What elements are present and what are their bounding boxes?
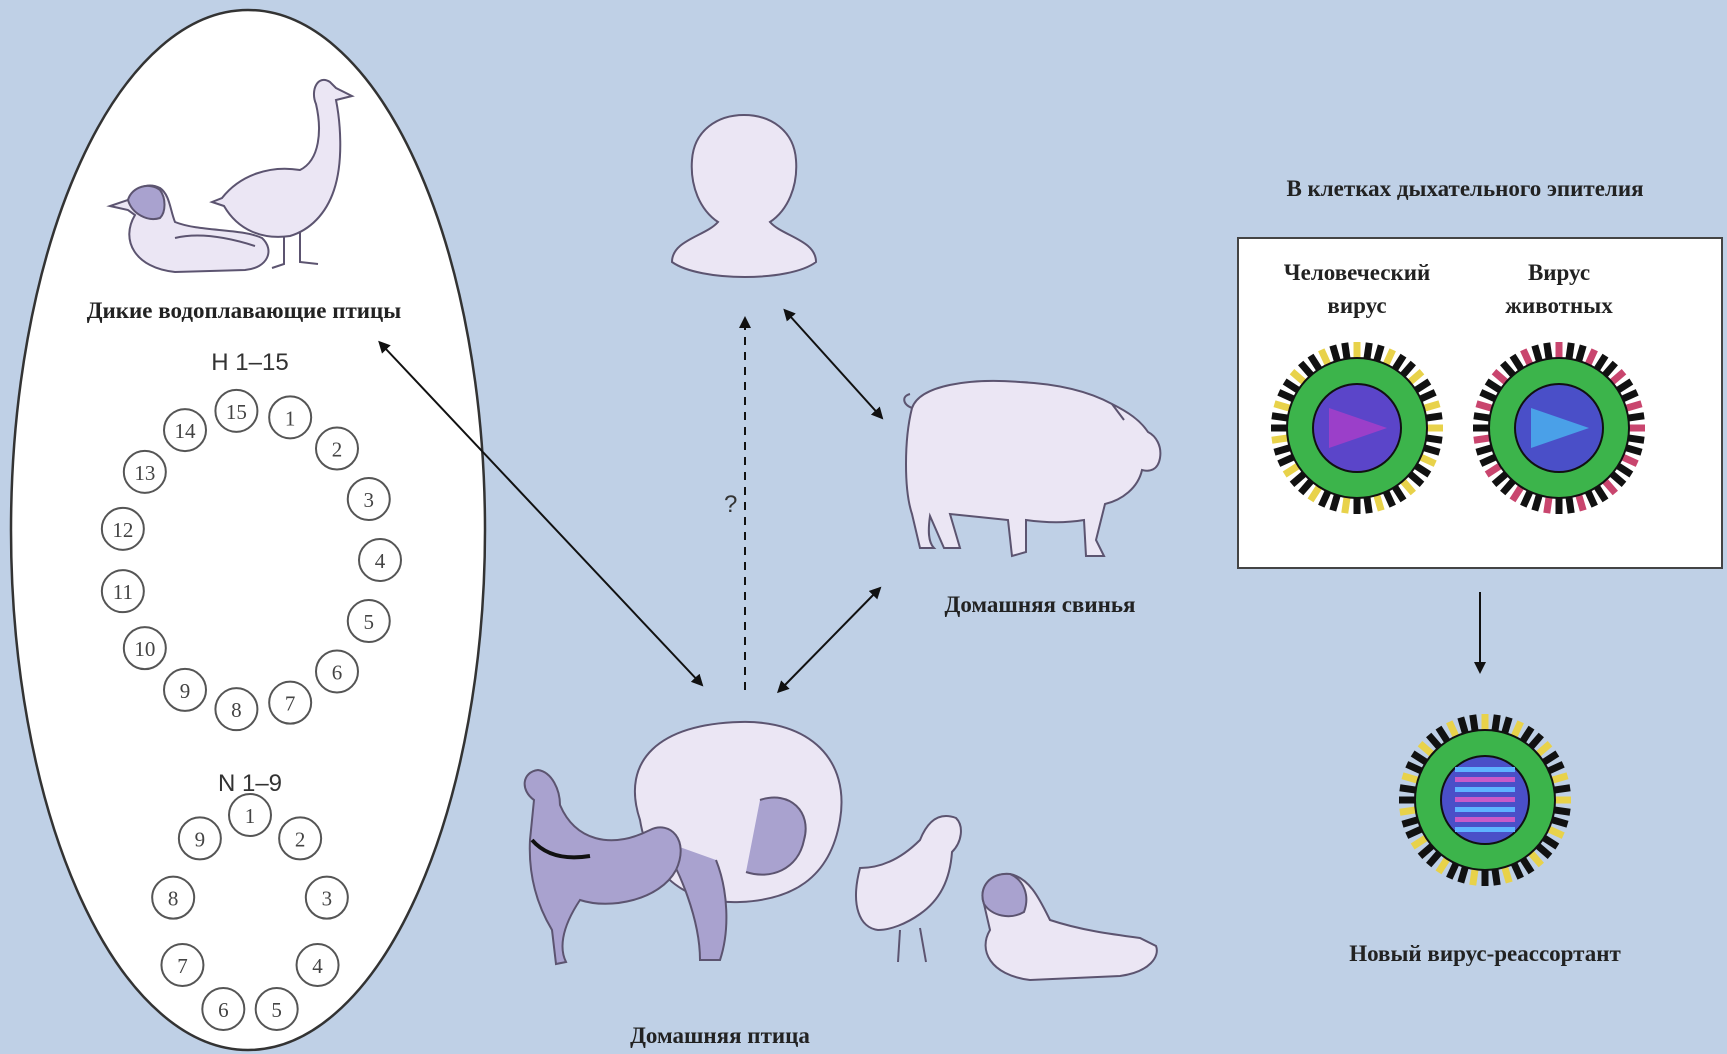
- h-subtype-number: 9: [180, 679, 191, 703]
- n-subtype-5: 5: [256, 988, 298, 1030]
- n-subtype-7: 7: [161, 944, 203, 986]
- h-subtype-7: 7: [269, 682, 311, 724]
- uncertain-transmission-mark: ?: [724, 491, 737, 518]
- n-subtype-2: 2: [279, 817, 321, 859]
- h-subtype-8: 8: [215, 688, 257, 730]
- domestic-pig-label: Домашняя свинья: [945, 592, 1136, 617]
- h-subtype-number: 1: [285, 406, 296, 430]
- n-subtype-number: 4: [312, 954, 323, 978]
- n-subtype-number: 7: [177, 954, 188, 978]
- h-subtype-number: 6: [332, 660, 343, 684]
- h-subtype-number: 15: [226, 400, 247, 424]
- h-subtype-1: 1: [269, 396, 311, 438]
- h-subtype-number: 3: [364, 488, 375, 512]
- n-subtype-number: 6: [218, 998, 229, 1022]
- domestic-poultry-label: Домашняя птица: [630, 1023, 810, 1048]
- h-subtype-9: 9: [164, 669, 206, 711]
- wild-birds-panel: Дикие водоплавающие птицы H 1–15 1234567…: [11, 10, 485, 1050]
- reassortant-label: Новый вирус-реассортант: [1349, 941, 1621, 966]
- n-subtypes-title: N 1–9: [218, 770, 282, 797]
- n-subtype-number: 8: [168, 887, 179, 911]
- n-subtype-number: 1: [245, 804, 256, 828]
- h-subtype-12: 12: [102, 508, 144, 550]
- h-subtype-number: 2: [332, 438, 343, 462]
- h-subtype-number: 11: [113, 580, 133, 604]
- arrow-poultry-pig: [784, 588, 880, 686]
- h-subtype-6: 6: [316, 650, 358, 692]
- h-subtype-number: 12: [112, 518, 133, 542]
- domestic-pig-icon: [904, 381, 1160, 556]
- n-subtype-4: 4: [297, 944, 339, 986]
- h-subtypes-title: H 1–15: [211, 349, 288, 376]
- animal-virus-label-line1: Вирус: [1528, 260, 1590, 285]
- h-subtype-13: 13: [124, 451, 166, 493]
- h-subtype-14: 14: [164, 409, 206, 451]
- h-subtype-10: 10: [124, 627, 166, 669]
- hen-icon: [856, 816, 961, 930]
- n-subtype-number: 5: [271, 998, 282, 1022]
- arrow-human-pig: [790, 316, 882, 418]
- h-subtype-number: 14: [175, 419, 197, 443]
- human-virus-label-line1: Человеческий: [1284, 260, 1430, 285]
- n-subtype-number: 2: [295, 827, 306, 851]
- h-subtype-number: 10: [134, 637, 155, 661]
- animal-virus-label-line2: животных: [1505, 293, 1613, 318]
- human-silhouette-icon: [672, 115, 816, 277]
- n-subtype-number: 3: [322, 887, 333, 911]
- n-subtype-1: 1: [229, 794, 271, 836]
- h-subtype-15: 15: [215, 390, 257, 432]
- h-subtype-2: 2: [316, 428, 358, 470]
- h-subtype-5: 5: [348, 600, 390, 642]
- domestic-poultry-group: [525, 722, 1157, 980]
- h-subtype-3: 3: [348, 478, 390, 520]
- h-subtype-number: 7: [285, 692, 296, 716]
- cells-title: В клетках дыхательного эпителия: [1286, 176, 1643, 201]
- reservoir-oval: [11, 10, 485, 1050]
- n-subtype-6: 6: [202, 988, 244, 1030]
- reassortant-virus-particle-icon: [1399, 714, 1571, 886]
- h-subtype-11: 11: [102, 570, 144, 612]
- n-subtype-9: 9: [179, 817, 221, 859]
- n-subtype-number: 9: [195, 827, 206, 851]
- h-subtype-number: 5: [364, 610, 375, 634]
- h-subtype-number: 8: [231, 698, 242, 722]
- n-subtype-3: 3: [306, 877, 348, 919]
- n-subtype-8: 8: [152, 877, 194, 919]
- human-virus-label-line2: вирус: [1327, 293, 1386, 318]
- h-subtype-4: 4: [359, 539, 401, 581]
- h-subtype-number: 4: [375, 549, 386, 573]
- wild-birds-label: Дикие водоплавающие птицы: [87, 298, 402, 323]
- h-subtype-number: 13: [134, 461, 155, 485]
